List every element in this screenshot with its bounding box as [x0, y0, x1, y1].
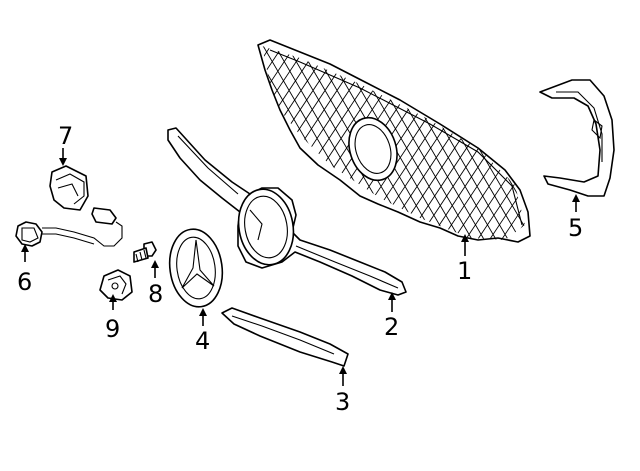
grille-mesh-line: [56, 20, 216, 260]
grille-mesh-line: [632, 20, 640, 260]
callout-2: 2: [384, 313, 399, 341]
grille-mesh-line: [262, 46, 313, 240]
leader-arrows: [21, 148, 580, 386]
callout-5: 5: [568, 214, 583, 242]
wire-harness-part-6: [15, 207, 123, 247]
grille-mesh-line: [262, 46, 325, 240]
grille-mesh-line: [548, 20, 640, 260]
side-bracket-part-5: [539, 79, 615, 197]
grille-mesh-line: [32, 20, 172, 260]
callout-4: 4: [195, 327, 210, 355]
grille-mesh-line: [475, 46, 525, 240]
grille-mesh-line: [536, 20, 640, 260]
callout-9: 9: [105, 315, 120, 343]
callout-3: 3: [335, 388, 350, 416]
grille-mesh-line: [548, 20, 640, 260]
grille-mesh-line: [487, 46, 525, 240]
grille-mesh-line: [68, 20, 228, 260]
grille-mesh-line: [536, 20, 640, 260]
grille-mesh-line: [0, 20, 100, 260]
grille-mesh-line: [451, 46, 525, 240]
screw-part-8: [133, 241, 157, 263]
callout-1: 1: [457, 257, 472, 285]
grille-part-1: [0, 20, 640, 260]
grille-mesh-line: [92, 20, 232, 260]
sensor-module-part-7: [49, 165, 89, 211]
clip-part-9: [99, 269, 133, 301]
callout-8: 8: [148, 280, 163, 308]
callout-7: 7: [58, 122, 73, 150]
grille-mesh-line: [20, 20, 160, 260]
trim-strip-part-3: [221, 307, 349, 367]
grille-mesh-line: [80, 20, 240, 260]
grille-mesh-line: [463, 46, 525, 240]
grille-mesh-line: [620, 20, 640, 260]
grille-mesh-line: [262, 46, 301, 240]
grille-bar-part-2: [167, 127, 407, 296]
grille-mesh-line: [20, 20, 180, 260]
star-emblem-part-4: [168, 228, 224, 308]
grille-mesh-line: [80, 20, 220, 260]
callout-6: 6: [17, 268, 32, 296]
grille-mesh-line: [632, 20, 640, 260]
grille-mesh-line: [620, 20, 640, 260]
grille-mesh-line: [0, 20, 112, 260]
